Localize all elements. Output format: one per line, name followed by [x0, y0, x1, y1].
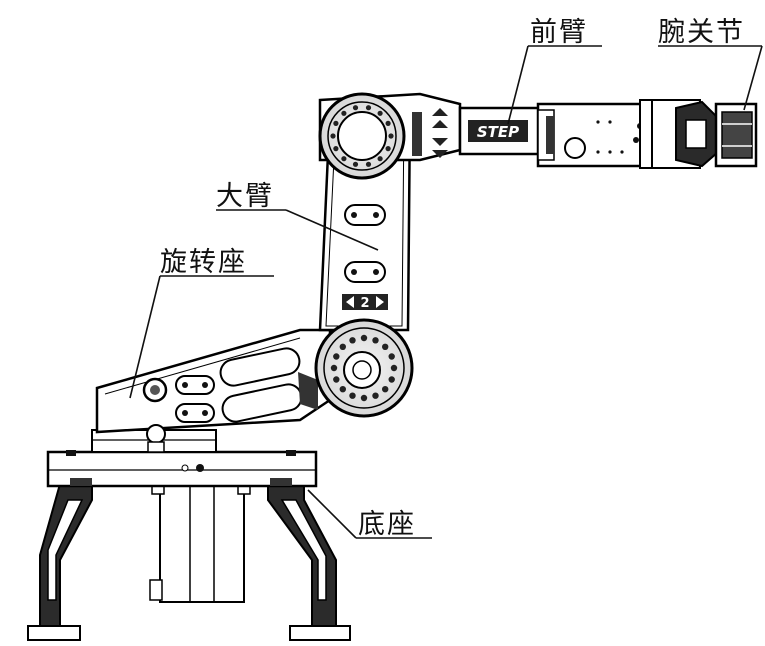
- bolt: [388, 376, 395, 383]
- bolt: [339, 386, 346, 393]
- leader-lines: [129, 45, 763, 539]
- bolt: [372, 337, 379, 344]
- bolt: [352, 105, 359, 111]
- bolt: [333, 376, 340, 383]
- forearm: STEP: [458, 99, 653, 169]
- base-legs: [27, 483, 351, 641]
- bolt: [390, 364, 398, 372]
- bolt: [341, 156, 347, 162]
- bolt: [365, 161, 372, 167]
- label-wrist: 腕关节: [658, 17, 745, 48]
- shoulder-joint: [314, 318, 414, 418]
- bolt: [349, 337, 356, 344]
- bolt: [385, 120, 391, 126]
- bolt: [388, 133, 394, 139]
- bolt: [382, 343, 389, 350]
- bolt: [372, 392, 379, 399]
- base-plate: [46, 450, 318, 488]
- label-upper-arm: 大臂: [216, 181, 274, 212]
- bolt: [341, 110, 347, 116]
- bolt: [388, 353, 395, 360]
- bolt: [360, 334, 368, 342]
- rotary-base: [91, 328, 332, 453]
- label-forearm: 前臂: [530, 17, 588, 48]
- bolt: [333, 353, 340, 360]
- bolt: [360, 394, 368, 402]
- joint-number: 2: [360, 296, 369, 311]
- bolt: [330, 364, 338, 372]
- base-motor: [149, 479, 251, 603]
- brand-logo: STEP: [477, 123, 519, 141]
- bolt: [382, 386, 389, 393]
- bolt: [333, 146, 339, 152]
- elbow-joint: [318, 92, 462, 180]
- bolt: [365, 105, 372, 111]
- bolt: [377, 110, 383, 116]
- wrist-joint: [651, 99, 758, 169]
- label-base: 底座: [358, 509, 416, 540]
- bolt: [333, 120, 339, 126]
- bolt: [349, 392, 356, 399]
- label-rotary-base: 旋转座: [160, 247, 247, 278]
- bolt: [352, 161, 359, 167]
- bolt: [377, 156, 383, 162]
- bolt: [330, 133, 336, 139]
- bolt: [385, 146, 391, 152]
- bolt: [339, 343, 346, 350]
